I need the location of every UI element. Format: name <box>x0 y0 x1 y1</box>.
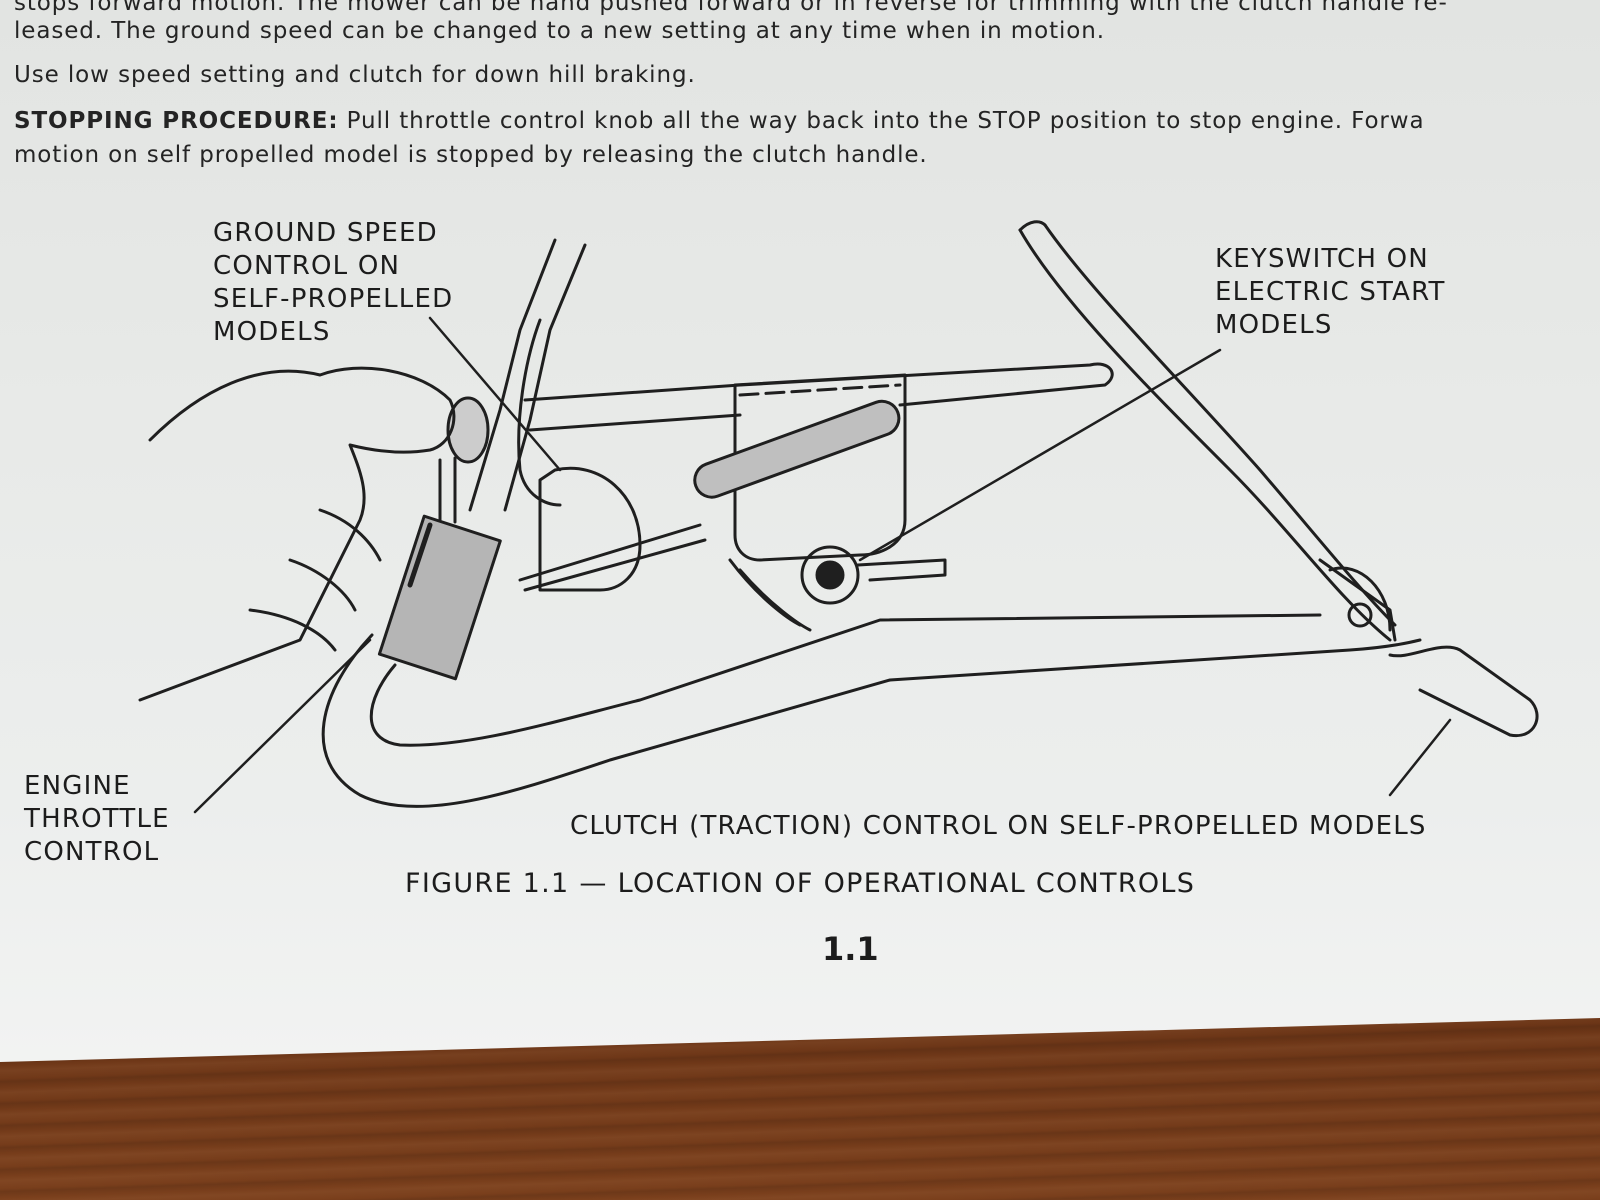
cross-bar-top <box>523 362 1114 407</box>
keyswitch-housing <box>800 545 860 605</box>
mower-handle-illustration <box>138 220 1539 814</box>
throttle-knob-stem <box>438 456 457 524</box>
keyswitch-core <box>815 560 845 590</box>
speed-lever-grip <box>693 399 901 499</box>
label-engine-throttle: ENGINE THROTTLE CONTROL <box>24 771 170 867</box>
speed-lever-rod-2 <box>523 538 707 592</box>
leader-keyswitch <box>858 348 1222 562</box>
leader-throttle <box>193 638 372 814</box>
throttle-knob <box>446 396 490 464</box>
manual-page: stops forward motion. The mower can be h… <box>0 0 1600 1062</box>
left-upright-inner <box>503 243 587 512</box>
left-upright-back <box>517 318 562 507</box>
wire-2 <box>738 568 812 632</box>
throttle-block <box>377 514 502 681</box>
pivot-bracket <box>1328 566 1392 632</box>
right-handle-tip <box>1018 220 1047 232</box>
hand-finger-2 <box>288 558 357 612</box>
handle-bottom-loop-inner <box>369 613 1322 747</box>
stopping-procedure-line: STOPPING PROCEDURE: Pull throttle contro… <box>14 106 1425 136</box>
handle-bottom-loop <box>321 633 1422 808</box>
right-handle-outer <box>1018 228 1392 642</box>
leader-clutch <box>1388 718 1452 797</box>
hand-finger-3 <box>248 608 337 652</box>
body-line-3: Use low speed setting and clutch for dow… <box>14 62 696 88</box>
right-handle-inner <box>1043 223 1397 627</box>
label-ground-speed: GROUND SPEED CONTROL ON SELF-PROPELLED M… <box>213 218 454 347</box>
cross-bar-bottom <box>528 413 742 432</box>
throttle-slot <box>407 522 433 588</box>
stopping-procedure-heading: STOPPING PROCEDURE: <box>14 108 339 134</box>
body-line-2: leased. The ground speed can be changed … <box>14 18 1105 44</box>
label-keyswitch: KEYSWITCH ON ELECTRIC START MODELS <box>1215 244 1446 340</box>
body-line-5: motion on self propelled model is stoppe… <box>14 142 928 168</box>
pivot-bolt <box>1347 602 1373 628</box>
key <box>856 558 947 582</box>
right-handle-guide <box>1318 558 1397 642</box>
leader-ground-speed <box>428 316 562 472</box>
body-line-1: stops forward motion. The mower can be h… <box>14 0 1448 16</box>
hand-finger-1 <box>318 508 382 562</box>
gear-quadrant <box>538 466 642 592</box>
hand-outline <box>138 366 456 702</box>
left-upright-outer <box>468 238 557 512</box>
control-box-dash <box>738 383 902 397</box>
speed-lever-rod <box>518 523 702 582</box>
figure-caption: FIGURE 1.1 — LOCATION OF OPERATIONAL CON… <box>405 868 1196 899</box>
label-clutch: CLUTCH (TRACTION) CONTROL ON SELF-PROPEL… <box>570 811 1427 841</box>
stopping-procedure-text: Pull throttle control knob all the way b… <box>338 108 1425 134</box>
clutch-bail <box>1388 645 1539 738</box>
page-number: 1.1 <box>822 930 879 968</box>
control-box <box>733 373 907 562</box>
